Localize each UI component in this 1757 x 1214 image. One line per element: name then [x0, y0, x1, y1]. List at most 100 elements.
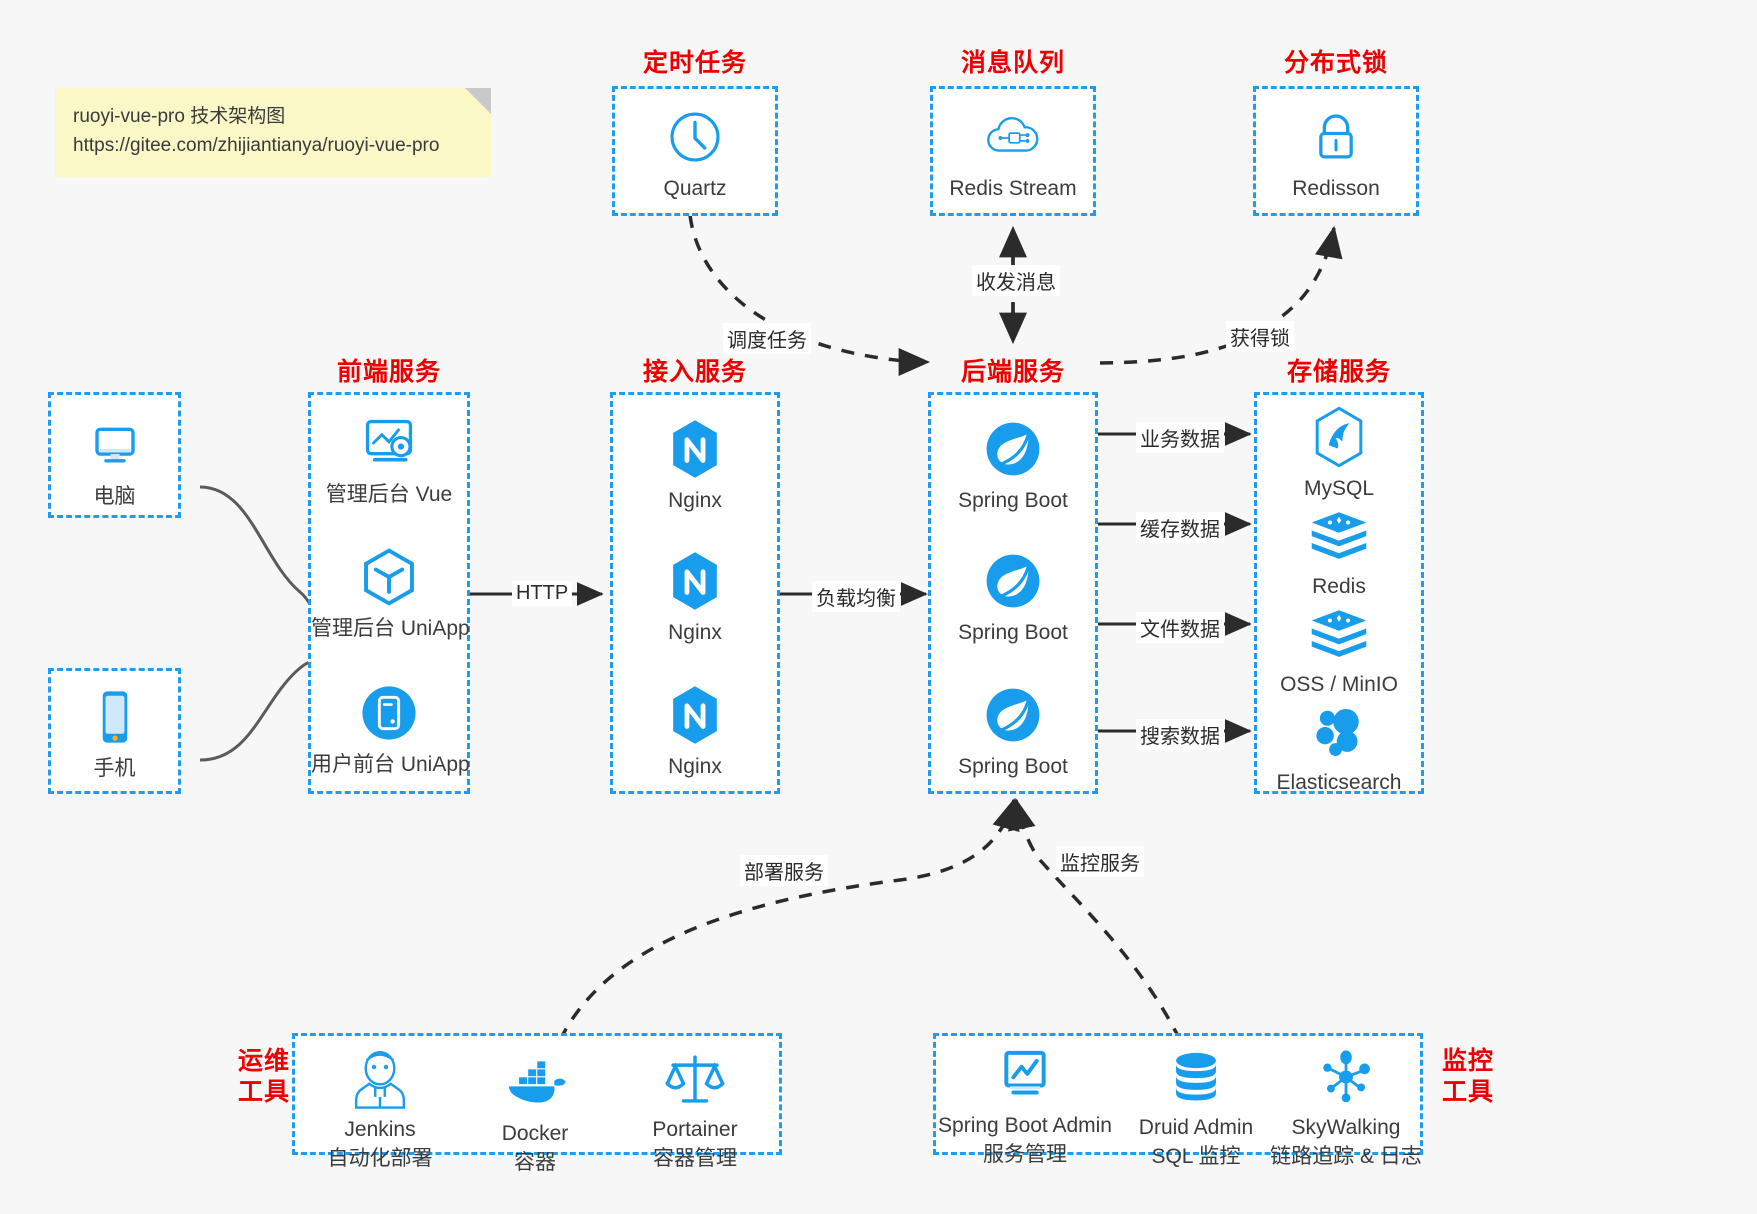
- node-label: 手机: [93, 757, 136, 780]
- edge-deploy-service: [558, 797, 1020, 1041]
- node-admin-vue[interactable]: 管理后台 Vue: [311, 413, 467, 508]
- node-label: Nginx: [668, 489, 722, 512]
- node-spring-boot-1[interactable]: Spring Boot: [931, 419, 1095, 514]
- nginx-icon: [613, 419, 777, 479]
- node-label: OSS / MinIO: [1280, 673, 1398, 696]
- oss-minio-icon: [1257, 603, 1421, 663]
- group-box-devops: Jenkins 自动化部署 Docker 容器: [292, 1033, 782, 1174]
- node-label: Redisson: [1292, 177, 1380, 200]
- skywalking-icon: [1258, 1044, 1434, 1110]
- sticky-note: ruoyi-vue-pro 技术架构图 https://gitee.com/zh…: [55, 88, 491, 177]
- node-quartz[interactable]: Quartz: [615, 107, 775, 202]
- elasticsearch-icon: [1257, 701, 1421, 761]
- node-jenkins[interactable]: Jenkins 自动化部署: [305, 1046, 455, 1172]
- jenkins-icon: [305, 1046, 455, 1112]
- node-phone[interactable]: 手机: [51, 687, 178, 782]
- node-label: 管理后台 Vue: [325, 483, 453, 506]
- spring-boot-icon: [931, 419, 1095, 479]
- note-line-url: https://gitee.com/zhijiantianya/ruoyi-vu…: [73, 135, 440, 157]
- node-label: Jenkins: [344, 1118, 416, 1141]
- smartphone-icon: [51, 687, 178, 747]
- node-oss-minio[interactable]: OSS / MinIO: [1257, 603, 1421, 698]
- dashboard-icon: [311, 413, 467, 473]
- edge-label-search-data: 搜索数据: [1136, 719, 1224, 750]
- node-druid-admin[interactable]: Druid Admin SQL 监控: [1118, 1044, 1274, 1170]
- node-docker[interactable]: Docker 容器: [460, 1050, 610, 1176]
- node-sublabel: 自动化部署: [327, 1147, 433, 1170]
- note-line-title: ruoyi-vue-pro 技术架构图: [73, 106, 286, 127]
- cube-icon: [311, 547, 467, 607]
- node-admin-uniapp[interactable]: 管理后台 UniApp: [311, 547, 470, 642]
- node-label: Redis: [1312, 575, 1366, 598]
- clock-icon: [615, 107, 775, 167]
- node-elasticsearch[interactable]: Elasticsearch: [1257, 701, 1421, 796]
- node-label: Portainer: [652, 1118, 738, 1141]
- group-title-storage: 存储服务: [1286, 358, 1391, 386]
- group-title-lock: 分布式锁: [1283, 49, 1388, 77]
- node-spring-boot-admin[interactable]: Spring Boot Admin 服务管理: [932, 1042, 1118, 1168]
- group-box-gateway: Nginx Nginx Nginx: [610, 392, 780, 794]
- node-label: Nginx: [668, 755, 722, 778]
- edge-backend-to-storage: [1097, 422, 1252, 743]
- node-sublabel: 容器管理: [653, 1147, 737, 1170]
- spring-boot-icon: [931, 685, 1095, 745]
- group-title-monitor-line2: 工具: [1441, 1078, 1494, 1107]
- cloud-stream-icon: [933, 107, 1093, 167]
- node-redisson[interactable]: Redisson: [1256, 107, 1416, 202]
- edge-label-monitor-service: 监控服务: [1056, 846, 1144, 877]
- database-icon: [1118, 1044, 1274, 1110]
- node-sublabel: 链路追踪 & 日志: [1270, 1145, 1422, 1168]
- group-title-frontend: 前端服务: [336, 358, 441, 386]
- group-title-devops-line1: 运维: [237, 1047, 290, 1075]
- node-portainer[interactable]: Portainer 容器管理: [620, 1046, 770, 1172]
- group-title-monitor-line1: 监控: [1441, 1047, 1494, 1075]
- node-label: Druid Admin: [1138, 1116, 1254, 1139]
- node-spring-boot-2[interactable]: Spring Boot: [931, 551, 1095, 646]
- nginx-icon: [613, 551, 777, 611]
- redis-icon: [1257, 505, 1421, 565]
- group-title-devops-line2: 工具: [237, 1078, 290, 1107]
- node-label: Spring Boot: [958, 755, 1068, 778]
- group-box-scheduler: Quartz: [612, 86, 778, 216]
- node-label: Elasticsearch: [1276, 771, 1402, 794]
- node-mysql[interactable]: MySQL: [1257, 406, 1421, 502]
- node-computer[interactable]: 电脑: [51, 415, 178, 510]
- monitor-chart-icon: [932, 1042, 1118, 1108]
- node-label: Redis Stream: [949, 177, 1077, 200]
- edge-label-file-data: 文件数据: [1136, 612, 1224, 643]
- node-nginx-2[interactable]: Nginx: [613, 551, 777, 646]
- node-nginx-3[interactable]: Nginx: [613, 685, 777, 780]
- group-box-mq: Redis Stream: [930, 86, 1096, 216]
- node-redis[interactable]: Redis: [1257, 505, 1421, 600]
- docker-icon: [460, 1050, 610, 1116]
- node-skywalking[interactable]: SkyWalking 链路追踪 & 日志: [1258, 1044, 1434, 1170]
- node-label: Docker: [501, 1122, 569, 1145]
- edge-label-acquire-lock: 获得锁: [1226, 321, 1294, 352]
- group-title-scheduler: 定时任务: [642, 49, 747, 77]
- node-label: Quartz: [663, 177, 727, 200]
- group-box-monitor: Spring Boot Admin 服务管理 Druid Admin SQL 监…: [933, 1033, 1423, 1168]
- group-box-backend: Spring Boot Spring Boot Spring Boot: [928, 392, 1098, 794]
- node-label: 用户前台 UniApp: [311, 753, 470, 776]
- node-label: 管理后台 UniApp: [311, 617, 470, 640]
- node-label: 电脑: [93, 485, 136, 508]
- node-user-uniapp[interactable]: 用户前台 UniApp: [311, 683, 470, 778]
- group-title-monitor: 监控 工具: [1432, 1046, 1504, 1109]
- edge-label-deploy-service: 部署服务: [740, 855, 828, 886]
- node-sublabel: SQL 监控: [1151, 1145, 1241, 1168]
- node-nginx-1[interactable]: Nginx: [613, 419, 777, 514]
- group-box-frontend: 管理后台 Vue 管理后台 UniApp 用户前台 UniApp: [308, 392, 470, 794]
- edge-label-load-balance: 负载均衡: [812, 581, 900, 612]
- group-title-mq: 消息队列: [960, 49, 1065, 77]
- group-box-storage: MySQL Redis: [1254, 392, 1424, 794]
- node-label: Spring Boot Admin: [938, 1114, 1112, 1137]
- edge-label-schedule-task: 调度任务: [723, 323, 811, 354]
- edge-label-http: HTTP: [512, 581, 573, 606]
- edge-monitor-service: [1008, 797, 1182, 1041]
- node-label: SkyWalking: [1291, 1116, 1401, 1139]
- spring-boot-icon: [931, 551, 1095, 611]
- mysql-icon: [1257, 406, 1421, 468]
- node-spring-boot-3[interactable]: Spring Boot: [931, 685, 1095, 780]
- node-redis-stream[interactable]: Redis Stream: [933, 107, 1093, 202]
